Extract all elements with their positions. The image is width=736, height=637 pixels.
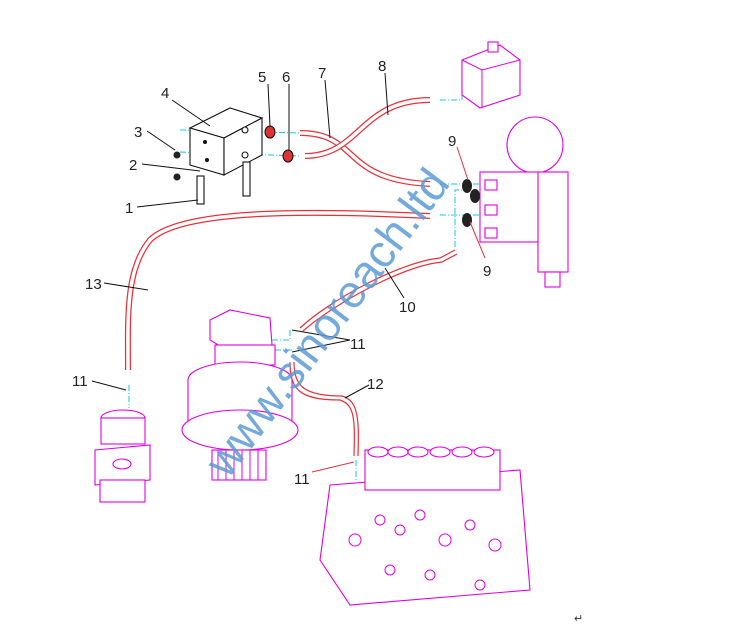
valve-block [173, 107, 294, 205]
control-valve [319, 446, 531, 606]
return-mark: ↵ [574, 613, 583, 625]
callout-2: 2 [129, 157, 137, 174]
callout-9-top: 9 [448, 133, 456, 150]
accumulator [462, 116, 569, 288]
callout-11-valve: 11 [294, 471, 310, 488]
callout-11-left: 11 [72, 373, 88, 390]
callout-5: 5 [258, 69, 266, 86]
callout-12: 12 [367, 376, 384, 393]
callout-1: 1 [125, 200, 133, 217]
callout-3: 3 [134, 124, 142, 141]
callout-11-motor: 11 [350, 336, 366, 353]
hoses [124, 97, 458, 457]
leader-lines [91, 72, 486, 473]
callout-13: 13 [85, 276, 102, 293]
swing-motor [181, 309, 299, 481]
callout-6: 6 [282, 69, 290, 86]
callout-10: 10 [399, 299, 416, 316]
pilot-motor [94, 409, 151, 503]
callout-7: 7 [318, 65, 326, 82]
tank [461, 41, 521, 109]
callout-8: 8 [378, 58, 386, 75]
callout-4: 4 [161, 85, 169, 102]
callout-9-bottom: 9 [483, 263, 491, 280]
centerlines [128, 90, 500, 480]
